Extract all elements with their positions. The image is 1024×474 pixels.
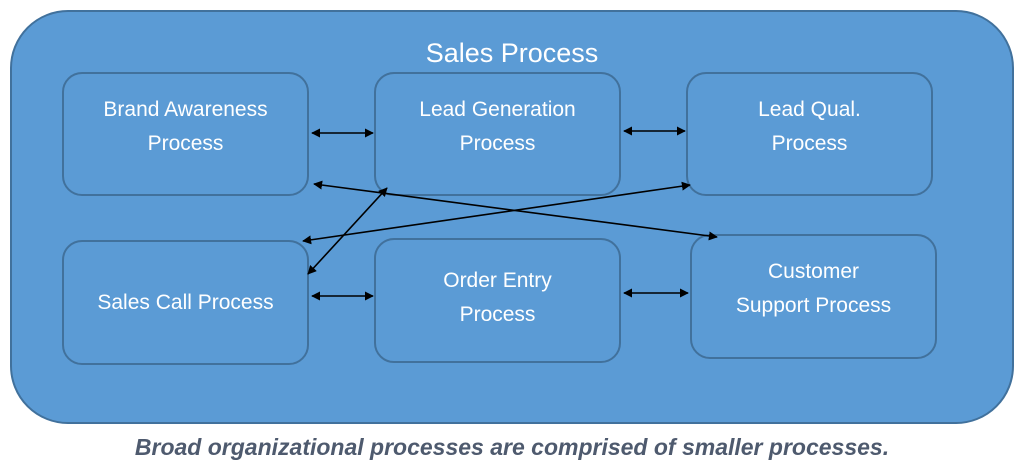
- lead-qualification-process-label: Lead Qual. Process: [758, 98, 861, 155]
- sales-call-process-label: Sales Call Process: [97, 290, 274, 314]
- lead-generation-process-box: Lead Generation Process: [374, 72, 621, 196]
- order-entry-process-label: Order Entry Process: [443, 268, 552, 326]
- brand-awareness-process-box: Brand Awareness Process: [62, 72, 309, 196]
- lead-qualification-process-box: Lead Qual. Process: [686, 72, 933, 196]
- order-entry-process-box: Order Entry Process: [374, 238, 621, 363]
- customer-support-process-box: Customer Support Process: [690, 234, 937, 359]
- customer-support-process-label: Customer Support Process: [735, 259, 892, 317]
- sales-call-process-box: Sales Call Process: [62, 240, 309, 365]
- sales-process-title: Sales Process: [425, 38, 599, 68]
- brand-awareness-process-label: Brand Awareness Process: [103, 98, 268, 155]
- lead-generation-process-label: Lead Generation Process: [419, 98, 576, 155]
- figure-caption: Broad organizational processes are compr…: [134, 434, 890, 460]
